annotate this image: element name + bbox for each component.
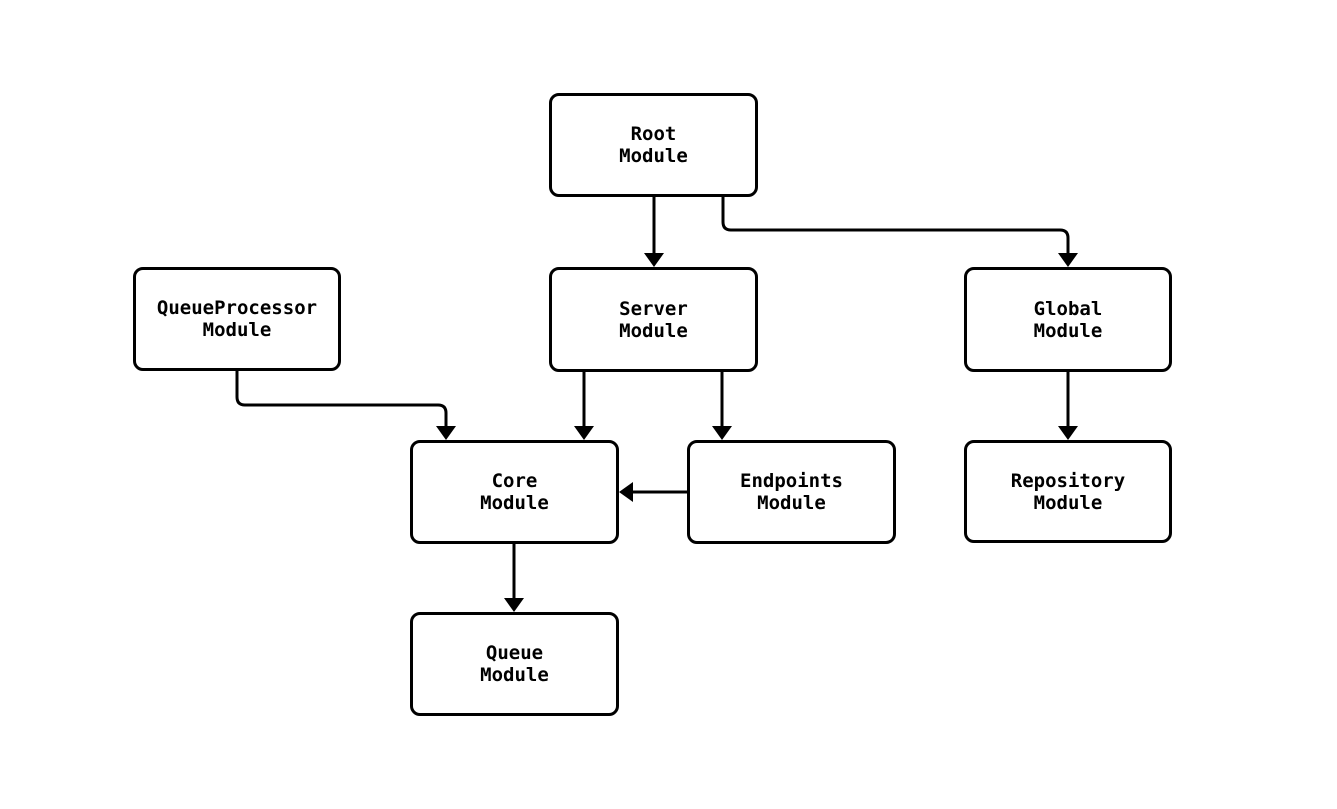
node-server-module: Server Module (549, 267, 758, 372)
node-queue-module: Queue Module (410, 612, 619, 716)
edge-root-to-server (644, 197, 664, 267)
edge-global-to-repository (1058, 372, 1078, 440)
edge-endpoints-to-core (619, 482, 687, 502)
node-core-module: Core Module (410, 440, 619, 544)
edge-server-to-core (574, 372, 594, 440)
node-endpoints-module: Endpoints Module (687, 440, 896, 544)
edge-queueprocessor-to-core (235, 371, 456, 440)
node-queueprocessor-module: QueueProcessor Module (133, 267, 341, 371)
node-repository-module: Repository Module (964, 440, 1172, 543)
edge-core-to-queue (504, 544, 524, 612)
node-global-module: Global Module (964, 267, 1172, 372)
edge-root-to-global (721, 197, 1078, 267)
edge-server-to-endpoints (712, 372, 732, 440)
node-root-module: Root Module (549, 93, 758, 197)
